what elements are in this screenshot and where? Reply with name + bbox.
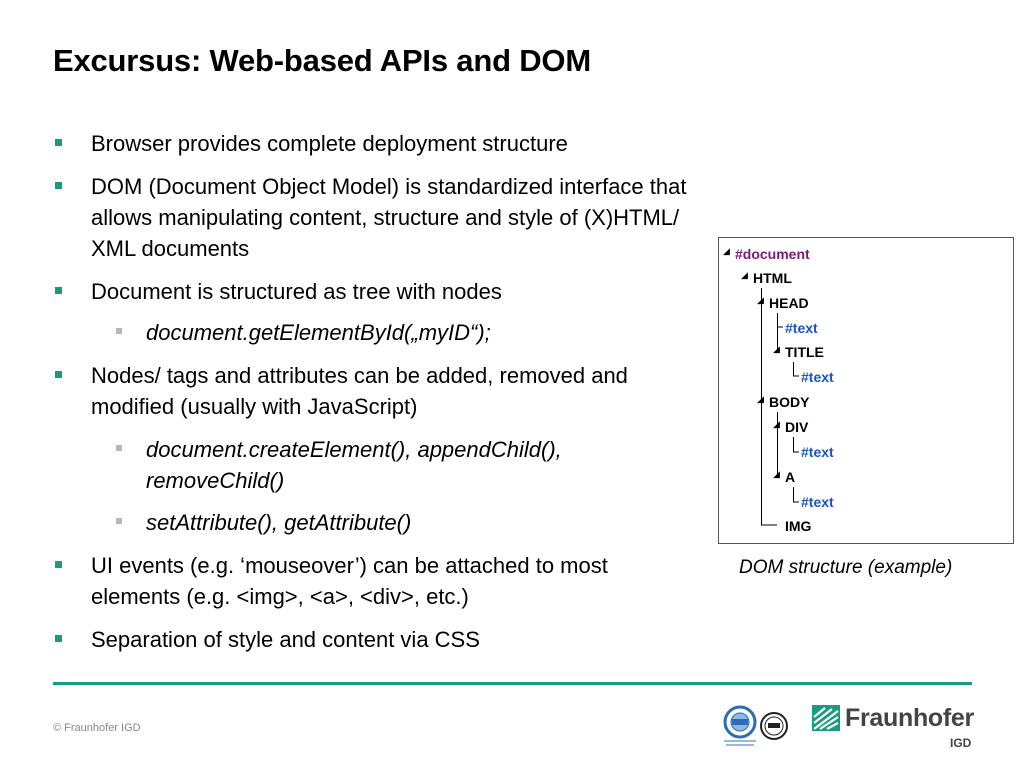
fraunhofer-logo-icon xyxy=(812,705,840,731)
bullet-marker-icon xyxy=(55,182,62,189)
expand-triangle-icon[interactable]: ◢ xyxy=(773,469,780,479)
bullet-marker-icon xyxy=(55,371,62,378)
bullet-marker-icon xyxy=(55,287,62,294)
sub-bullet-text: document.createElement(), appendChild(),… xyxy=(146,437,562,493)
dom-node: #text xyxy=(801,444,834,460)
dom-node: A xyxy=(785,469,796,485)
sub-bullet-item: setAttribute(), getAttribute() xyxy=(55,507,695,538)
expand-triangle-icon[interactable]: ◢ xyxy=(773,344,780,354)
tree-connector-lines xyxy=(761,288,799,526)
footer-divider xyxy=(53,682,972,685)
bullet-list: Browser provides complete deployment str… xyxy=(55,128,695,667)
sub-bullet-marker-icon xyxy=(116,445,122,451)
sub-bullet-marker-icon xyxy=(116,328,122,334)
bullet-item: UI events (e.g. ‘mouseover’) can be atta… xyxy=(55,550,651,612)
sub-bullet-item: document.getElementById(„myID“); xyxy=(55,317,695,348)
dom-node: #document xyxy=(735,246,810,262)
dom-node: #text xyxy=(801,494,834,510)
figure-caption: DOM structure (example) xyxy=(739,557,953,578)
bullet-text: Nodes/ tags and attributes can be added,… xyxy=(91,363,628,419)
brand-name: Fraunhofer xyxy=(845,704,974,732)
expand-triangle-icon[interactable]: ◢ xyxy=(757,394,764,404)
bullet-text: DOM (Document Object Model) is standardi… xyxy=(91,174,687,261)
slide-title: Excursus: Web-based APIs and DOM xyxy=(53,43,591,78)
dom-node: IMG xyxy=(785,518,812,534)
expand-triangle-icon[interactable]: ◢ xyxy=(757,295,764,305)
sub-bullet-text: setAttribute(), getAttribute() xyxy=(146,510,412,535)
bullet-item: Browser provides complete deployment str… xyxy=(55,128,695,159)
dom-node: #text xyxy=(801,369,834,385)
dom-node: TITLE xyxy=(785,344,824,360)
bullet-marker-icon xyxy=(55,561,62,568)
dom-node: HEAD xyxy=(769,295,809,311)
expand-triangle-icon[interactable]: ◢ xyxy=(741,270,748,280)
bullet-text: Separation of style and content via CSS xyxy=(91,627,480,652)
copyright-text: © Fraunhofer IGD xyxy=(53,722,141,734)
sub-bullet-marker-icon xyxy=(116,518,122,524)
dom-node: #text xyxy=(785,320,818,336)
sub-bullet-item: document.createElement(), appendChild(),… xyxy=(55,434,656,496)
bullet-text: UI events (e.g. ‘mouseover’) can be atta… xyxy=(91,553,608,609)
dom-node: HTML xyxy=(753,270,792,286)
bullet-text: Browser provides complete deployment str… xyxy=(91,131,568,156)
sub-bullet-text: document.getElementById(„myID“); xyxy=(146,320,491,345)
expand-triangle-icon[interactable]: ◢ xyxy=(723,246,730,256)
bullet-item: Separation of style and content via CSS xyxy=(55,624,695,655)
bullet-item: DOM (Document Object Model) is standardi… xyxy=(55,171,695,264)
certification-logo-icon xyxy=(723,705,788,746)
expand-triangle-icon[interactable]: ◢ xyxy=(773,419,780,429)
bullet-item: Nodes/ tags and attributes can be added,… xyxy=(55,360,695,422)
dom-node: BODY xyxy=(769,394,810,410)
bullet-item: Document is structured as tree with node… xyxy=(55,276,695,307)
bullet-text: Document is structured as tree with node… xyxy=(91,279,502,304)
bullet-marker-icon xyxy=(55,635,62,642)
bullet-marker-icon xyxy=(55,139,62,146)
dom-node: DIV xyxy=(785,419,809,435)
brand-subtitle: IGD xyxy=(950,736,972,750)
dom-tree-panel: ◢ #document ◢ HTML ◢ HEAD #text ◢ TITLE … xyxy=(718,237,1014,544)
